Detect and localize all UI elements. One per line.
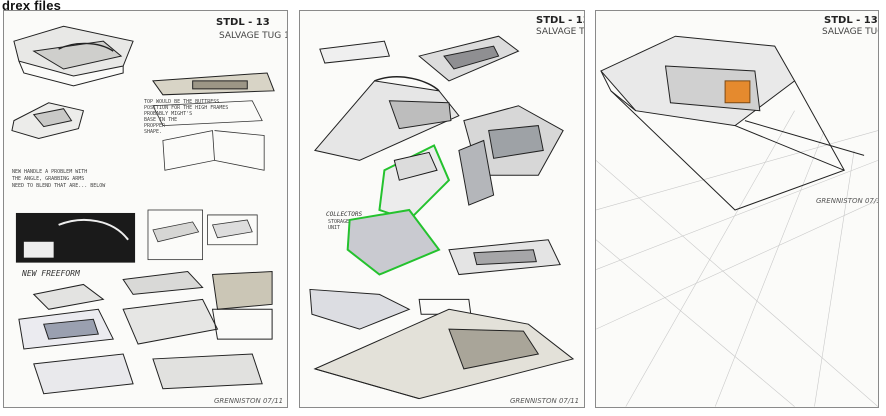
ship-sketch-top: [13, 25, 134, 87]
sheet-2-signature: GRENNISTON 07/11: [510, 397, 580, 405]
sheet-1-signature: GRENNISTON 07/11: [214, 397, 284, 405]
sheet-2-header: STDL - 13: [536, 15, 585, 26]
sheet-2-drawings: [309, 35, 575, 400]
sheet-1-header: STDL - 13: [216, 17, 270, 28]
sheet-2-callout-2: STORAGE UNIT: [328, 219, 350, 231]
sheet-1-drawings: [11, 25, 275, 395]
sketch-sheet-3: STDL - 13 SALVAGE TUG 13 GRENNISTON 07/1…: [595, 10, 879, 408]
page-title: drex files: [2, 0, 62, 13]
sheet-3-signature: GRENNISTON 07/11: [816, 197, 879, 205]
ship-sketch-right-mid: [448, 239, 561, 276]
sheet-1-note-top: TOP WOULD BE THE BUTTRESS POSITION FOR T…: [144, 99, 229, 135]
sketch-sheet-1: STDL - 13 SALVAGE TUG 10. TOP WOULD BE T…: [3, 10, 288, 408]
ship-sketch-lower-left: [309, 288, 472, 330]
sheet-1-note-new: NEW FREEFORM: [22, 269, 80, 278]
ship-sketch-mid-left: [11, 102, 85, 140]
ship-sketch-mid-center: [152, 100, 265, 171]
sketch-sheet-2: STDL - 13 SALVAGE TUG II COLLECTORS STOR…: [299, 10, 585, 408]
sheet-3-header: STDL - 13: [824, 15, 878, 26]
ship-sketch-top-right: [319, 35, 520, 82]
ship-sketch-side-1: [152, 72, 275, 96]
ship-sketch-bottom: [313, 308, 575, 400]
ship-sketch-lower: [18, 271, 273, 395]
sheet-1-subheader: SALVAGE TUG 10.: [219, 31, 287, 41]
perspective-guides: [596, 110, 878, 407]
ship-sketch-large-left: [313, 76, 460, 161]
ship-sketch-right-angled: [458, 105, 564, 206]
ship-sketch-collector: [346, 144, 451, 276]
thumbnail-sketches: [147, 209, 258, 261]
sheet-2-subheader: SALVAGE TUG II: [536, 27, 585, 37]
sheet-2-callout: COLLECTORS: [326, 211, 363, 218]
sheet-3-drawings: [596, 35, 878, 407]
ship-perspective-large: [600, 35, 865, 211]
sheet-1-note-mid: NEW HANDLE A PROBLEM WITH THE ANGLE, GRA…: [12, 169, 106, 189]
sheet-3-subheader: SALVAGE TUG 13: [822, 27, 878, 37]
